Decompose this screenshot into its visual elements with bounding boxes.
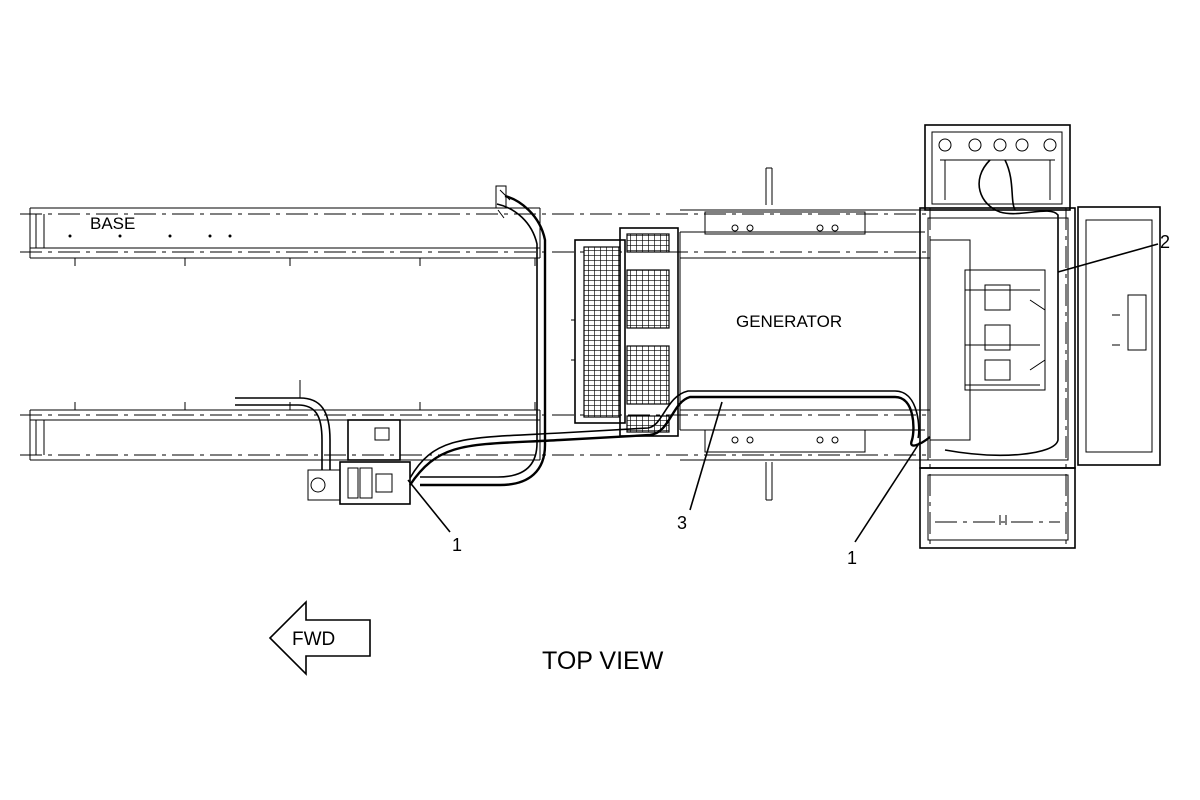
generator-label: GENERATOR [736,312,842,331]
callout-number: 1 [847,548,857,568]
base-frame [20,207,930,461]
radiator-grille [571,227,679,437]
view-title: TOP VIEW [542,647,664,675]
callout-1-left: 1 [407,479,462,555]
fwd-label: FWD [292,629,335,650]
callout-1-right: 1 [847,441,921,568]
fwd-arrow: FWD [268,600,371,676]
callout-number: 1 [452,535,462,555]
base-label: BASE [90,214,135,233]
hose-routing [409,185,931,487]
callout-3: 3 [677,401,723,533]
control-module [235,380,411,505]
callout-2: 2 [1057,232,1170,273]
callout-number: 3 [677,513,687,533]
terminal-box [919,124,1161,550]
generator-body [679,167,925,501]
callout-number: 2 [1160,232,1170,252]
